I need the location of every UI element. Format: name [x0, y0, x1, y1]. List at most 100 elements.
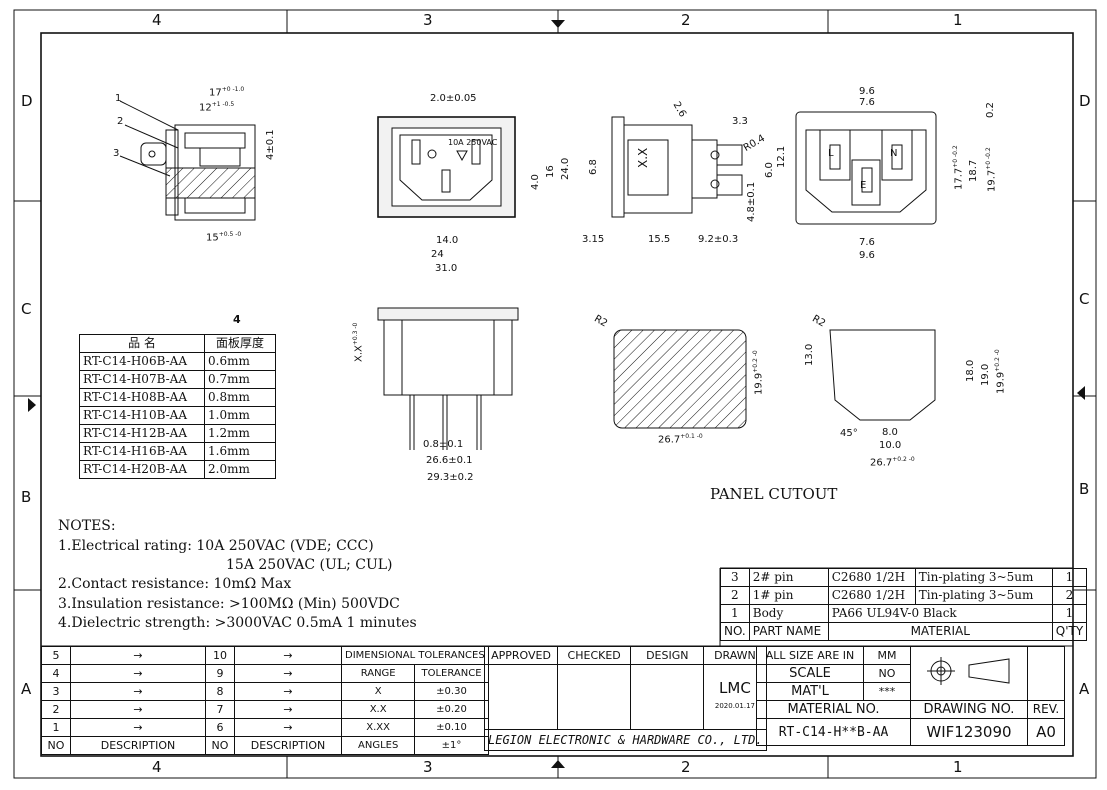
rev-no: 9 — [205, 664, 235, 683]
dim-7-6-top: 7.6 — [859, 97, 875, 108]
rev-no: 7 — [205, 700, 235, 719]
tol-range: RANGE — [340, 664, 416, 683]
rev-no: 1 — [41, 718, 71, 737]
drawing-no-label: DRAWING NO. — [910, 700, 1028, 719]
approved-label: APPROVED — [483, 646, 559, 665]
dim-19-9-a: 19.9+0.2 -0 — [752, 350, 765, 395]
matl-label: MAT'L — [756, 682, 864, 701]
profile-view — [611, 116, 743, 218]
drawing-no: WIF123090 — [910, 718, 1028, 746]
material-no: RT-C14-H**B-AA — [756, 718, 911, 746]
dim-3-3: 3.3 — [732, 116, 748, 127]
design-label: DESIGN — [630, 646, 705, 665]
profile-xx: X.X — [636, 147, 650, 168]
pin-label-l: L — [828, 148, 834, 159]
rev-value: A0 — [1027, 718, 1065, 746]
unit: MM — [863, 646, 911, 665]
dim-19-9-b: 19.9+0.2 -0 — [994, 349, 1007, 394]
rev-footer-no-2: NO — [205, 736, 235, 755]
pin-label-e: E — [860, 180, 867, 191]
company-name: LEGION ELECTRONIC & HARDWARE CO., LTD. — [484, 729, 767, 751]
rev-footer-desc: DESCRIPTION — [70, 736, 206, 755]
rating-marking: 10A 250VAC — [448, 138, 498, 147]
approvals-table: APPROVED CHECKED DESIGN DRAWN LMC 2020.0… — [483, 646, 767, 751]
rev-no: 5 — [41, 646, 71, 665]
dim-26-7-b: 26.7+0.2 -0 — [870, 456, 915, 469]
dim-xx: X.X+0.3 -0 — [352, 322, 365, 362]
bom-header-material: MATERIAL — [827, 622, 1053, 641]
zone-right-a: A — [1079, 680, 1090, 698]
col-header-name: 品 名 — [79, 334, 205, 353]
dim-7-6-bottom: 7.6 — [859, 237, 875, 248]
rev-footer-desc-2: DESCRIPTION — [234, 736, 342, 755]
dim-9-6-top: 9.6 — [859, 86, 875, 97]
dim-12: 12+1 -0.5 — [199, 101, 235, 114]
all-size-label: ALL SIZE ARE IN — [756, 646, 864, 665]
zone-bottom-3: 3 — [423, 758, 433, 776]
center-arrow-left — [28, 398, 36, 412]
revision-table: 5 → 10 → DIMENSIONAL TOLERANCES 4 → 9 → … — [41, 646, 489, 755]
dim-2-0: 2.0±0.05 — [430, 93, 477, 104]
dim-19-7: 19.7+0 -0.2 — [985, 147, 998, 192]
dim-9-2: 9.2±0.3 — [698, 234, 739, 245]
note-2: 2.Contact resistance: 10mΩ Max — [58, 576, 292, 592]
rev-footer-no: NO — [41, 736, 71, 755]
dim-18-7: 18.7 — [968, 159, 979, 182]
dim-26-6: 26.6±0.1 — [426, 455, 473, 466]
zone-right-d: D — [1079, 92, 1091, 110]
center-arrow-top — [551, 20, 565, 28]
tolerances-title: DIMENSIONAL TOLERANCES — [341, 646, 489, 665]
side-view — [119, 100, 256, 221]
rev-no: 4 — [41, 664, 71, 683]
rear-view — [795, 111, 937, 225]
scale-value: NO — [863, 664, 911, 683]
dim-4: 4±0.1 — [265, 129, 276, 160]
inner-frame — [40, 32, 1074, 757]
notes-title: NOTES: — [58, 518, 116, 534]
title-block: ALL SIZE ARE IN MM SCALE NO MAT'L *** MA… — [756, 646, 1065, 746]
rev-no: 8 — [205, 682, 235, 701]
zone-bottom-4: 4 — [152, 758, 162, 776]
zone-left-d: D — [21, 92, 33, 110]
dim-45deg: 45° — [840, 428, 858, 439]
zone-left-c: C — [21, 300, 32, 318]
note-3: 3.Insulation resistance: >100MΩ (Min) 50… — [58, 596, 400, 612]
scale-label: SCALE — [756, 664, 864, 683]
rev-no: 10 — [205, 646, 235, 665]
tol-tolerance: TOLERANCE — [414, 664, 489, 683]
dim-0-2: 0.2 — [985, 102, 996, 118]
dim-3-15: 3.15 — [582, 234, 605, 245]
zone-top-2: 2 — [681, 11, 691, 29]
front-view — [377, 116, 516, 218]
table-row: 1 Body PA66 UL94V-0 Black 1 — [720, 604, 1088, 623]
dim-18-0: 18.0 — [965, 359, 976, 382]
bom-header-part: PART NAME — [748, 622, 829, 641]
zone-left-b: B — [21, 488, 32, 506]
dim-12-1: 12.1 — [776, 145, 787, 168]
zone-left-a: A — [21, 680, 32, 698]
projection-symbol — [910, 646, 1028, 701]
dim-4-0: 4.0 — [530, 174, 541, 190]
zone-bottom-1: 1 — [953, 758, 963, 776]
rev-no: 2 — [41, 700, 71, 719]
table-callout: 4 — [233, 313, 241, 326]
zone-bottom-2: 2 — [681, 758, 691, 776]
col-header-thickness: 面板厚度 — [204, 334, 276, 353]
material-no-label: MATERIAL NO. — [756, 700, 911, 719]
dim-4-8: 4.8±0.1 — [746, 181, 757, 222]
pin-label-n: N — [890, 148, 898, 159]
zone-top-4: 4 — [152, 11, 162, 29]
bottom-view — [377, 307, 519, 450]
dim-24: 24 — [431, 249, 444, 260]
checked-label: CHECKED — [557, 646, 632, 665]
dim-10-0: 10.0 — [879, 440, 902, 451]
dim-6-8: 6.8 — [588, 159, 599, 175]
third-angle-projection-icon — [927, 657, 1010, 685]
